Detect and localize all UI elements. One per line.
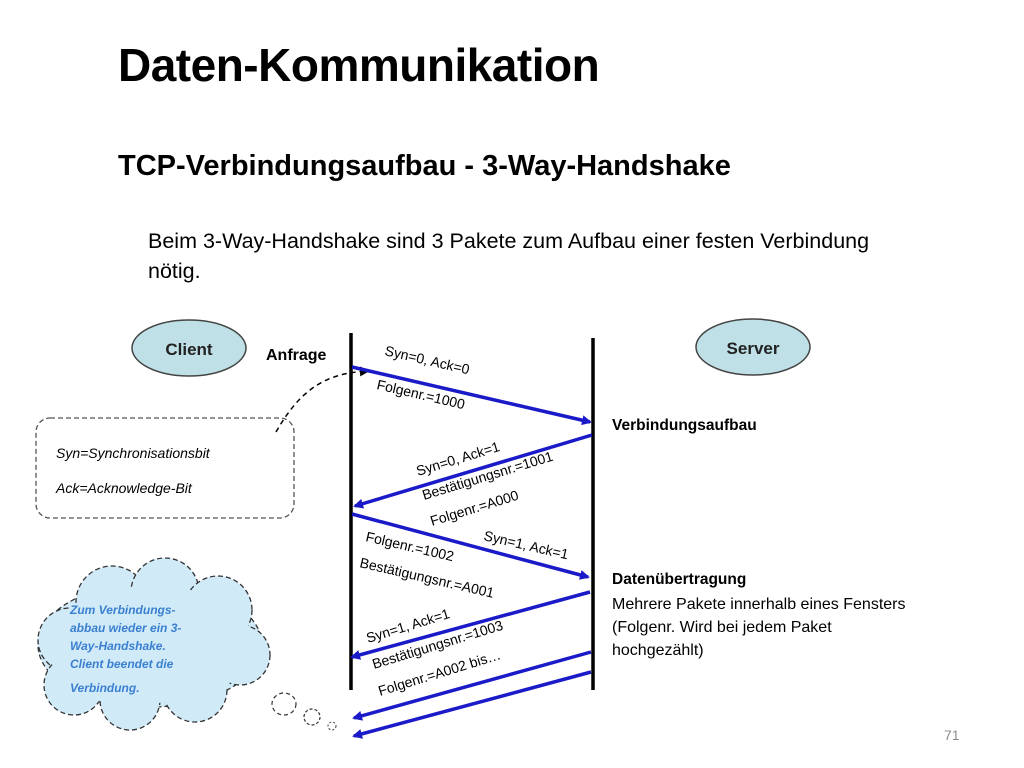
verbindungsaufbau-label: Verbindungsaufbau: [612, 417, 757, 434]
intro-text: Beim 3-Way-Handshake sind 3 Pakete zum A…: [148, 229, 870, 283]
cloud-line4: Client beendet die: [70, 657, 174, 671]
client-bubble: [131, 319, 247, 377]
legend-syn: Syn=Synchronisationsbit: [56, 445, 211, 461]
slide-title: Daten-Kommunikation: [118, 39, 600, 91]
packet1-arrow: [351, 365, 592, 426]
datenuebertragung-line3: hochgezählt): [612, 642, 704, 659]
termination-arrow-1: [352, 650, 592, 721]
client-label: Client: [165, 340, 213, 359]
legend-pointer: [275, 366, 370, 433]
slide-subtitle: TCP-Verbindungsaufbau - 3-Way-Handshake: [118, 150, 731, 182]
legend-ack: Ack=Acknowledge-Bit: [55, 480, 193, 496]
legend-box: [35, 417, 295, 519]
packet1-syn: Syn=0, Ack=0: [383, 342, 471, 377]
packet3-bestaetigung: Bestätigungsnr.=A001: [358, 554, 496, 601]
thought-bubble-large: [271, 692, 297, 716]
packet3-arrow: [351, 512, 590, 580]
datenuebertragung-line1: Mehrere Pakete innerhalb eines Fensters: [612, 596, 906, 613]
server-bubble: [695, 318, 811, 376]
cloud-line5: Verbindung.: [70, 681, 140, 695]
datenuebertragung-line2: (Folgenr. Wird bei jedem Paket: [612, 619, 832, 636]
anfrage-label: Anfrage: [266, 347, 327, 364]
thought-cloud: [37, 557, 271, 731]
thought-bubble-medium: [303, 708, 321, 726]
packet3-syn: Syn=1, Ack=1: [482, 527, 570, 562]
thought-bubble-small: [327, 721, 337, 731]
packet4-arrow: [350, 590, 591, 660]
cloud-line3: Way-Handshake.: [70, 639, 166, 653]
termination-arrow-2: [352, 670, 592, 739]
datenuebertragung-title: Datenübertragung: [612, 571, 746, 588]
cloud-line1: Zum Verbindungs-: [69, 603, 176, 617]
page-number: 71: [944, 727, 960, 743]
server-label: Server: [727, 339, 780, 358]
cloud-line2: abbau wieder ein 3-: [70, 621, 181, 635]
packet2-arrow: [353, 433, 593, 509]
